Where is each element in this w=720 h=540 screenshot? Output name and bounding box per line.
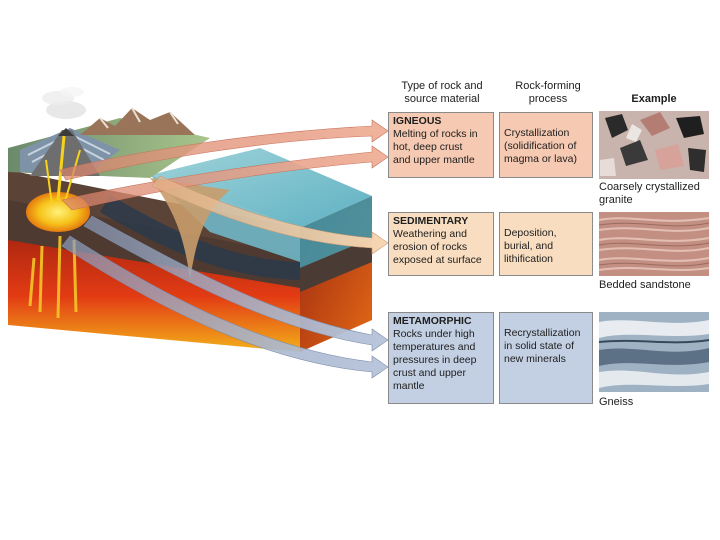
mountain-range — [80, 108, 195, 135]
metamorphic-source-text: Rocks under high temperatures and pressu… — [393, 328, 477, 392]
sedimentary-process-box: Deposition, burial, and lithification — [499, 212, 593, 276]
igneous-arrow-upper — [59, 119, 389, 181]
sandstone-sample — [598, 212, 710, 276]
igneous-process-box: Crystallization (solidification of magma… — [499, 112, 593, 178]
igneous-process-text: Crystallization (solidification of magma… — [504, 127, 577, 165]
metamorphic-process-box: Recrystallization in solid state of new … — [499, 312, 593, 404]
granite-sample — [599, 111, 709, 179]
subducting-slab — [100, 195, 300, 280]
header-example: Example — [631, 93, 677, 105]
igneous-source-text: Melting of rocks in hot, deep crust and … — [393, 128, 478, 166]
sedimentary-source-box: SEDIMENTARY Weathering and erosion of ro… — [388, 212, 494, 276]
metamorphic-arrow-lower — [61, 235, 389, 379]
igneous-source-box: IGNEOUS Melting of rocks in hot, deep cr… — [388, 112, 494, 178]
sedimentary-example-caption: Bedded sandstone — [599, 279, 691, 291]
igneous-example-caption: Coarsely crystallized granite — [599, 181, 700, 206]
crust-layer — [8, 170, 300, 262]
sedimentary-source-text: Weathering and erosion of rocks exposed … — [393, 228, 482, 266]
ocean-surface — [150, 148, 372, 228]
header-type-of-rock: Type of rock and source material — [401, 80, 483, 105]
metamorphic-source-box: METAMORPHIC Rocks under high temperature… — [388, 312, 494, 404]
metamorphic-process-text: Recrystallization in solid state of new … — [504, 327, 581, 365]
gneiss-sample — [598, 312, 710, 392]
sedimentary-label: SEDIMENTARY — [393, 215, 469, 227]
metamorphic-arrow-upper — [83, 215, 389, 352]
sedimentary-arrow — [151, 175, 389, 255]
sedimentary-process-text: Deposition, burial, and lithification — [504, 227, 557, 265]
metamorphic-label: METAMORPHIC — [393, 315, 472, 327]
metamorphic-example-caption: Gneiss — [599, 396, 634, 408]
igneous-label: IGNEOUS — [393, 115, 442, 127]
header-rock-forming-process: Rock-forming process — [515, 80, 581, 105]
